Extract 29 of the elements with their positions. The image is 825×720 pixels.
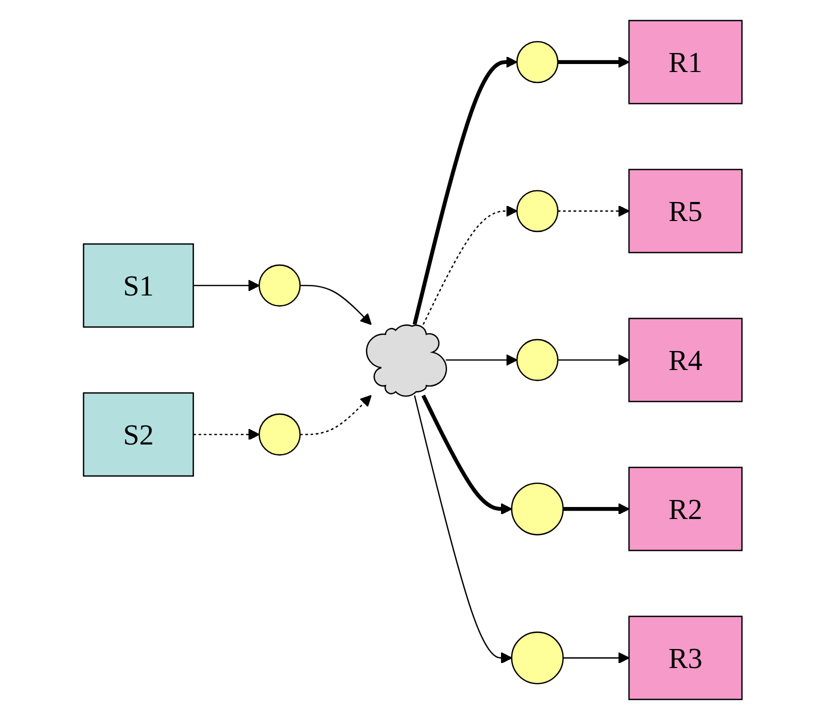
arrow — [300, 395, 372, 436]
node-circle — [516, 190, 558, 232]
arrow — [422, 205, 518, 325]
arrow — [193, 428, 260, 440]
node-box: R1 — [628, 20, 742, 104]
arrow — [300, 284, 372, 325]
arrow — [558, 354, 630, 366]
node-box: R2 — [628, 466, 742, 552]
arrow — [562, 652, 630, 664]
arrow — [562, 503, 630, 515]
node-circle — [510, 482, 564, 536]
arrow — [193, 280, 260, 292]
arrow — [558, 205, 630, 217]
node-box: R3 — [628, 616, 742, 700]
node-box: S2 — [82, 392, 194, 477]
node-box: R4 — [628, 318, 742, 402]
node-circle — [510, 632, 564, 684]
arrow — [414, 395, 512, 664]
node-cloud — [366, 324, 447, 397]
node-circle — [258, 413, 300, 456]
arrow — [446, 354, 518, 366]
node-box: R5 — [628, 168, 742, 254]
arrow — [421, 394, 512, 515]
node-circle — [258, 264, 300, 307]
node-box: S1 — [82, 243, 194, 328]
node-circle — [516, 338, 558, 382]
arrow — [558, 56, 630, 68]
arrow — [412, 56, 518, 325]
node-circle — [516, 40, 558, 84]
